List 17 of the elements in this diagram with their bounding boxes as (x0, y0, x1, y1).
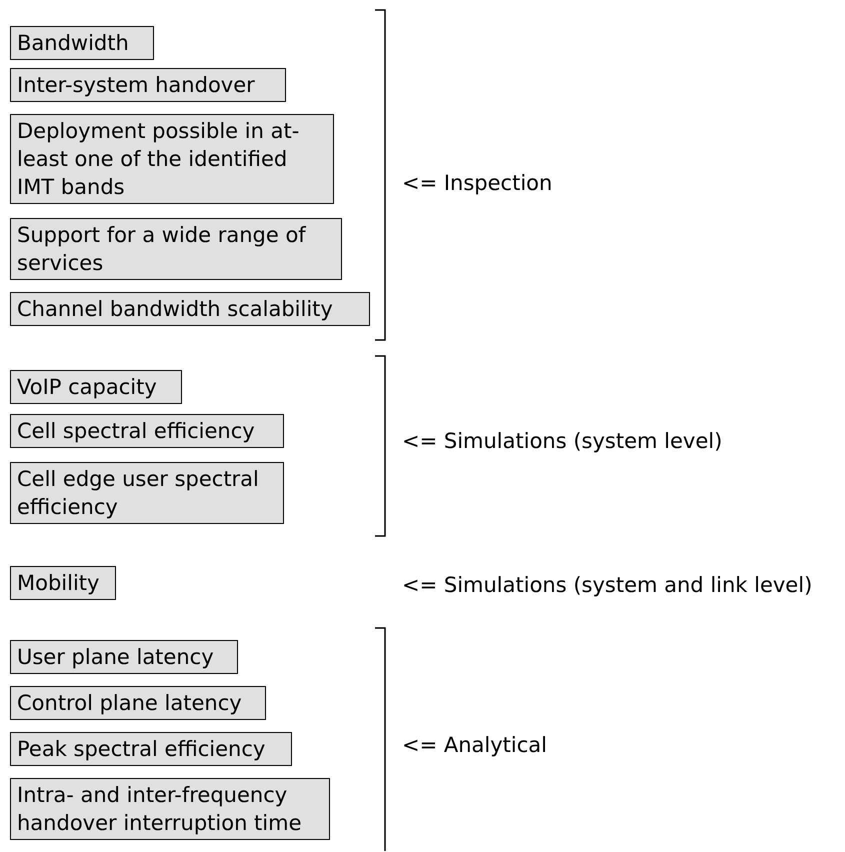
criterion-box: Peak spectral efficiency (10, 732, 292, 766)
criterion-box: Bandwidth (10, 26, 154, 60)
criterion-box: Intra- and inter-frequency handover interruption time (10, 778, 330, 840)
criterion-box: Control plane latency (10, 686, 266, 720)
criterion-box: Mobility (10, 566, 116, 600)
criterion-box: Support for a wide range of services (10, 218, 342, 280)
criterion-box: User plane latency (10, 640, 238, 674)
criterion-box: Channel bandwidth scalability (10, 292, 370, 326)
method-label: <= Simulations (system and link level) (402, 572, 812, 598)
method-label: <= Simulations (system level) (402, 428, 722, 454)
criterion-box: Cell spectral efficiency (10, 414, 284, 448)
criterion-box: VoIP capacity (10, 370, 182, 404)
method-label: <= Inspection (402, 170, 552, 196)
criterion-box: Deployment possible in at-least one of the identified IMT bands (10, 114, 334, 204)
criterion-box: Cell edge user spectral efficiency (10, 462, 284, 524)
criterion-box: Inter-system handover (10, 68, 286, 102)
method-label: <= Analytical (402, 732, 547, 758)
